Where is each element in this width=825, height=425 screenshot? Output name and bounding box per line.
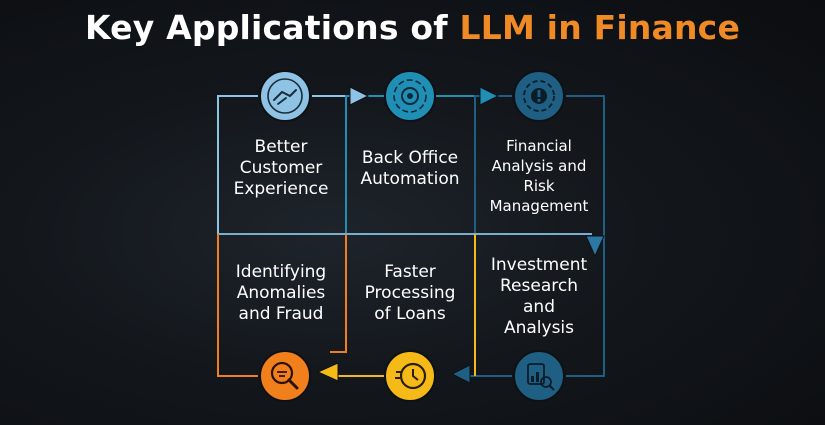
research-chart-icon	[513, 350, 565, 402]
connector-5-6	[338, 234, 476, 377]
title-prefix: Key Applications of	[84, 8, 448, 47]
fast-clock-icon	[384, 350, 436, 402]
step-label-faster-processing: Faster Processing of Loans	[364, 262, 456, 324]
flow-connectors	[217, 95, 605, 377]
connector-3-4	[474, 95, 605, 240]
page-title: Key Applications of LLM in Finance	[0, 8, 825, 47]
step-label-back-office-automation: Back Office Automation	[360, 148, 460, 189]
flow-arrows	[316, 86, 605, 384]
step-label-identifying-anomalies: Identifying Anomalies and Fraud	[235, 262, 327, 324]
handshake-icon	[259, 70, 311, 122]
arrow-right-2	[479, 86, 500, 106]
fraud-search-icon	[259, 350, 311, 402]
step-label-financial-analysis: Financial Analysis and Risk Management	[489, 137, 589, 215]
arrow-left-5	[316, 362, 339, 382]
arrow-left-4	[450, 364, 471, 384]
step-label-investment-research: Investment Research and Analysis	[490, 255, 588, 338]
step-label-better-customer-experience: Better Customer Experience	[233, 137, 329, 199]
arrow-right-1	[349, 86, 370, 106]
title-highlight: LLM in Finance	[459, 8, 741, 47]
arrow-down-3	[585, 235, 605, 258]
gear-cycle-icon	[384, 70, 436, 122]
risk-gear-icon	[513, 70, 565, 122]
connector-6-1	[217, 234, 347, 377]
